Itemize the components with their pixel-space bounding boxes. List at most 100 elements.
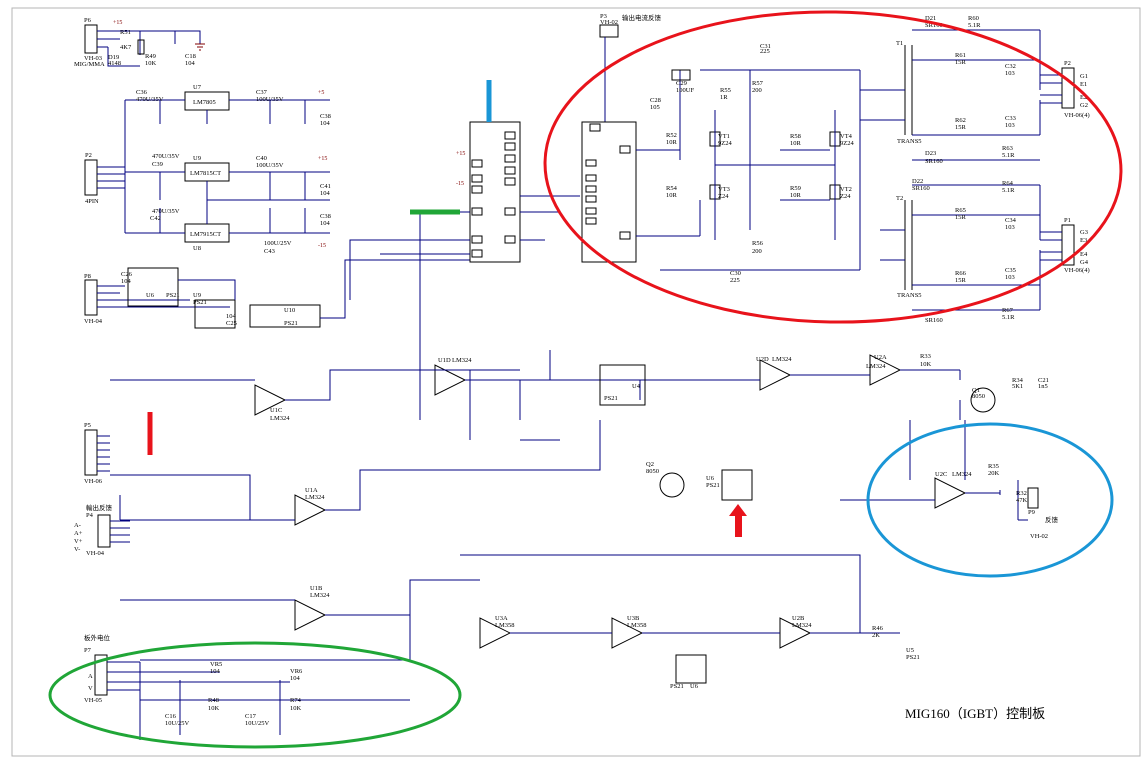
- svg-text:C35: C35: [1005, 267, 1016, 274]
- svg-text:C26: C26: [121, 271, 133, 278]
- svg-text:47K: 47K: [1016, 497, 1028, 504]
- svg-text:R51: R51: [120, 29, 131, 36]
- sheet-border: [11, 7, 1141, 757]
- svg-text:10U/25V: 10U/25V: [165, 720, 190, 727]
- connector-p8: P8 VH-04: [84, 273, 230, 325]
- svg-text:9Z24: 9Z24: [718, 140, 732, 147]
- svg-text:U2D: U2D: [756, 356, 769, 363]
- svg-text:5.1R: 5.1R: [1002, 314, 1015, 321]
- svg-text:VH-06: VH-06: [84, 478, 103, 485]
- svg-text:15R: 15R: [955, 214, 967, 221]
- svg-text:PS21: PS21: [706, 482, 720, 489]
- svg-text:200: 200: [752, 87, 762, 94]
- svg-text:LM324: LM324: [866, 363, 886, 370]
- svg-text:VH-03: VH-03: [84, 55, 102, 62]
- connector-p7: 板外电位 P7 VH-05 A V: [84, 633, 290, 704]
- svg-text:A-: A-: [74, 522, 81, 529]
- connector-p1-gate: P1 VH-06(4) G3 E3 E4 G4: [1040, 217, 1090, 274]
- svg-text:P4: P4: [86, 512, 94, 519]
- svg-text:VT1: VT1: [718, 133, 730, 140]
- svg-text:VH-06(4): VH-06(4): [1064, 267, 1090, 274]
- svg-text:LM358: LM358: [495, 622, 515, 629]
- svg-text:VH-02: VH-02: [600, 19, 618, 26]
- svg-text:104: 104: [185, 60, 196, 67]
- svg-text:200: 200: [752, 248, 762, 255]
- ic-driver-dip: [581, 121, 637, 263]
- svg-text:U1A: U1A: [305, 487, 318, 494]
- svg-text:+15: +15: [318, 156, 327, 162]
- svg-text:R33: R33: [920, 353, 931, 360]
- svg-text:板外电位: 板外电位: [84, 633, 111, 642]
- svg-text:U9: U9: [193, 292, 201, 299]
- regulator-7805: LM7805 U7: [184, 84, 230, 111]
- annotation-blue-ellipse: [866, 422, 1114, 578]
- svg-text:C37: C37: [256, 89, 268, 96]
- svg-text:104: 104: [121, 278, 132, 285]
- svg-text:VT3: VT3: [718, 186, 730, 193]
- svg-text:10K: 10K: [920, 361, 932, 368]
- svg-text:470U/35V: 470U/35V: [152, 208, 180, 215]
- svg-text:D21: D21: [925, 15, 936, 22]
- svg-text:20K: 20K: [988, 470, 1000, 477]
- svg-text:R58: R58: [790, 133, 801, 140]
- svg-text:1R: 1R: [720, 94, 728, 101]
- svg-text:C33: C33: [1005, 115, 1016, 122]
- svg-text:1n5: 1n5: [1038, 383, 1048, 390]
- svg-text:+15: +15: [113, 20, 122, 26]
- svg-text:C21: C21: [1038, 377, 1049, 384]
- svg-text:R52: R52: [666, 132, 677, 139]
- svg-text:R54: R54: [666, 185, 678, 192]
- svg-text:9Z24: 9Z24: [840, 140, 854, 147]
- svg-text:U2C: U2C: [935, 471, 947, 478]
- svg-text:R61: R61: [955, 52, 966, 59]
- svg-text:C38: C38: [320, 213, 331, 220]
- svg-text:8050: 8050: [972, 393, 985, 400]
- svg-text:15R: 15R: [955, 59, 967, 66]
- svg-text:U6: U6: [146, 292, 155, 299]
- svg-text:VR5: VR5: [210, 661, 222, 668]
- svg-text:U6: U6: [706, 475, 715, 482]
- svg-text:470U/35V: 470U/35V: [136, 96, 164, 103]
- svg-text:LM7805: LM7805: [193, 99, 216, 106]
- transformer-t2: T2 TRANS5: [896, 195, 922, 299]
- svg-text:D23: D23: [925, 150, 936, 157]
- svg-text:TRANS5: TRANS5: [897, 292, 922, 299]
- svg-text:R63: R63: [1002, 145, 1013, 152]
- svg-text:Z24: Z24: [718, 193, 729, 200]
- svg-text:U7: U7: [193, 84, 202, 91]
- svg-text:5.1R: 5.1R: [968, 22, 981, 29]
- svg-text:15R: 15R: [955, 277, 967, 284]
- svg-text:104: 104: [320, 190, 331, 197]
- svg-text:5.1R: 5.1R: [1002, 187, 1015, 194]
- svg-text:R74: R74: [290, 697, 302, 704]
- svg-text:D19: D19: [108, 54, 119, 61]
- svg-text:MIG/MMA: MIG/MMA: [74, 61, 105, 68]
- svg-text:P5: P5: [84, 422, 91, 429]
- svg-text:E1: E1: [1080, 81, 1087, 88]
- svg-text:R32: R32: [1016, 490, 1027, 497]
- svg-text:U3A: U3A: [495, 615, 508, 622]
- svg-text:VT4: VT4: [840, 133, 853, 140]
- svg-text:VT2: VT2: [840, 186, 852, 193]
- connector-p2: P2 4PIN: [84, 152, 125, 205]
- svg-text:470U/35V: 470U/35V: [152, 153, 180, 160]
- svg-text:C38: C38: [320, 113, 331, 120]
- svg-text:U6: U6: [690, 683, 699, 690]
- svg-text:LM7915CT: LM7915CT: [190, 231, 221, 238]
- svg-text:TRANS5: TRANS5: [897, 138, 922, 145]
- svg-text:5.1R: 5.1R: [1002, 152, 1015, 159]
- svg-text:G4: G4: [1080, 259, 1089, 266]
- svg-text:+5: +5: [318, 90, 324, 96]
- svg-text:C18: C18: [185, 53, 196, 60]
- svg-text:SR160: SR160: [925, 158, 943, 165]
- svg-text:E2: E2: [1080, 94, 1087, 101]
- connector-p9: P9 VH-02 反馈: [1027, 487, 1059, 540]
- svg-text:SR160: SR160: [925, 317, 943, 324]
- svg-text:LM324: LM324: [305, 494, 325, 501]
- svg-text:10K: 10K: [145, 60, 157, 67]
- svg-text:U3B: U3B: [627, 615, 640, 622]
- svg-text:V: V: [88, 685, 93, 692]
- svg-text:103: 103: [1005, 224, 1015, 231]
- annotation-red-ellipse: [543, 10, 1123, 324]
